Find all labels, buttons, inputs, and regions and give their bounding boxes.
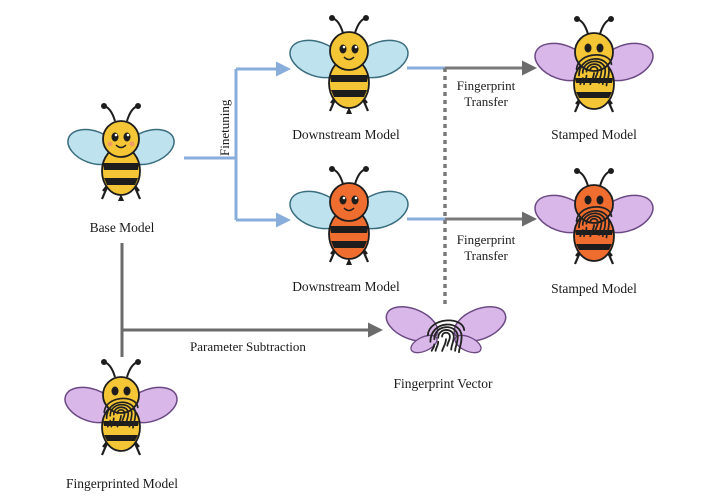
- fingerprint-transfer-top-line2: Transfer: [464, 94, 508, 109]
- parameter-subtraction-arrows: [120, 243, 383, 357]
- stamped-model-bottom-label: Stamped Model: [551, 281, 637, 296]
- fingerprint-transfer-top-line1: Fingerprint: [457, 78, 516, 93]
- downstream-model-bottom-bee-icon: [289, 165, 409, 265]
- stamped-model-top-label: Stamped Model: [551, 127, 637, 142]
- base-model-bee-icon: [67, 102, 175, 201]
- downstream-model-top-bee-icon: [289, 14, 409, 114]
- downstream-model-top-label: Downstream Model: [292, 127, 400, 142]
- fingerprinted-model-bee-icon: [64, 358, 178, 457]
- transfer-arrows: [407, 60, 537, 227]
- parameter-subtraction-label: Parameter Subtraction: [190, 339, 306, 354]
- fingerprinted-model-label: Fingerprinted Model: [66, 476, 178, 491]
- fingerprint-transfer-bottom-line1: Fingerprint: [457, 232, 516, 247]
- finetuning-arrows: [184, 61, 291, 228]
- finetuning-label: Finetuning: [217, 99, 232, 156]
- fingerprint-vector-label: Fingerprint Vector: [393, 376, 493, 391]
- stamped-model-bottom-bee-icon: [534, 167, 654, 266]
- downstream-model-bottom-label: Downstream Model: [292, 279, 400, 294]
- base-model-label: Base Model: [90, 220, 155, 235]
- fingerprint-vector-icon: [385, 306, 507, 354]
- stamped-model-top-bee-icon: [534, 15, 654, 114]
- fingerprint-transfer-bottom-line2: Transfer: [464, 248, 508, 263]
